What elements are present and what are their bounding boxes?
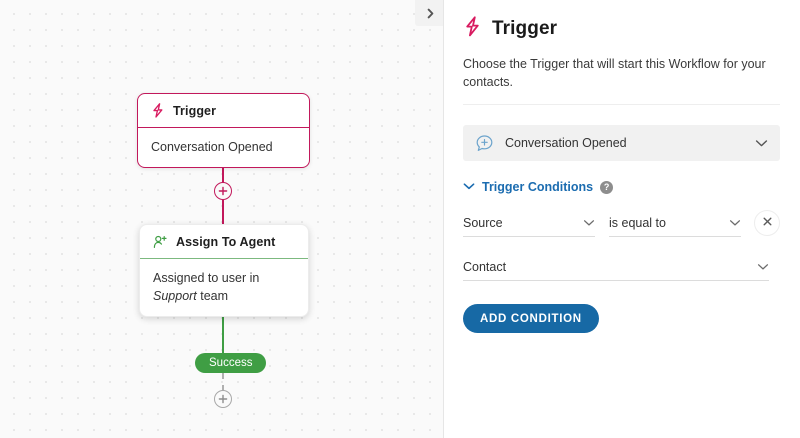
assign-body-suffix: team xyxy=(196,289,229,304)
workflow-node-trigger-title: Trigger xyxy=(173,103,217,118)
workflow-node-assign-to-agent[interactable]: Assign To Agent Assigned to user in Supp… xyxy=(139,224,309,318)
condition-operator-value: is equal to xyxy=(609,216,666,230)
chevron-down-icon xyxy=(755,139,768,148)
condition-row: Source is equal to xyxy=(463,210,780,237)
trigger-type-select[interactable]: Conversation Opened xyxy=(463,125,780,161)
success-badge[interactable]: Success xyxy=(195,353,267,373)
trigger-conditions-label: Trigger Conditions xyxy=(482,180,594,194)
chevron-down-icon xyxy=(583,219,595,227)
connector-plus-to-assign xyxy=(222,200,224,224)
workflow-node-assign-body: Assigned to user in Support team xyxy=(140,259,308,316)
chevron-down-icon xyxy=(463,178,475,196)
chevron-right-icon xyxy=(425,8,436,19)
plus-circle-icon xyxy=(218,394,228,404)
workflow-node-assign-title: Assign To Agent xyxy=(176,234,276,249)
condition-value-select[interactable]: Contact xyxy=(463,254,769,281)
remove-condition-button[interactable] xyxy=(754,210,780,236)
panel-description: Choose the Trigger that will start this … xyxy=(463,56,780,105)
user-plus-icon xyxy=(153,235,168,249)
condition-field-value: Source xyxy=(463,216,503,230)
condition-field-select[interactable]: Source xyxy=(463,210,595,237)
trigger-conditions-toggle[interactable]: Trigger Conditions ? xyxy=(463,178,780,196)
workflow-node-trigger-header: Trigger xyxy=(138,94,309,128)
question-mark-icon[interactable]: ? xyxy=(600,180,614,194)
workflow-node-trigger-body: Conversation Opened xyxy=(151,140,273,154)
collapse-panel-button[interactable] xyxy=(415,0,443,26)
chevron-down-icon xyxy=(729,219,741,227)
add-step-button-1[interactable] xyxy=(214,182,232,200)
add-condition-button[interactable]: ADD CONDITION xyxy=(463,304,599,333)
workflow-node-assign-header: Assign To Agent xyxy=(140,225,308,259)
workflow-node-trigger[interactable]: Trigger Conversation Opened xyxy=(137,93,310,169)
page-title: Trigger xyxy=(492,18,558,39)
panel-title-row: Trigger xyxy=(463,16,780,42)
connector-assign-to-success xyxy=(222,309,224,353)
plus-circle-icon xyxy=(218,186,228,196)
condition-operator-select[interactable]: is equal to xyxy=(609,210,741,237)
trigger-type-value: Conversation Opened xyxy=(505,136,627,150)
condition-value-text: Contact xyxy=(463,260,507,274)
trigger-settings-panel: Trigger Choose the Trigger that will sta… xyxy=(443,0,800,438)
assign-body-prefix: Assigned to user in xyxy=(153,271,260,285)
connector-success-to-add xyxy=(222,373,224,391)
close-icon xyxy=(762,214,773,232)
add-step-button-2[interactable] xyxy=(214,390,232,408)
chevron-down-icon xyxy=(757,263,769,271)
workflow-canvas[interactable]: Trigger Conversation Opened Assign To Ag… xyxy=(0,0,443,438)
chat-plus-icon xyxy=(475,134,494,153)
lightning-bolt-icon xyxy=(151,103,165,118)
connector-trigger-to-plus xyxy=(222,162,224,184)
assign-body-team: Support xyxy=(153,289,197,304)
lightning-bolt-icon xyxy=(463,16,482,42)
